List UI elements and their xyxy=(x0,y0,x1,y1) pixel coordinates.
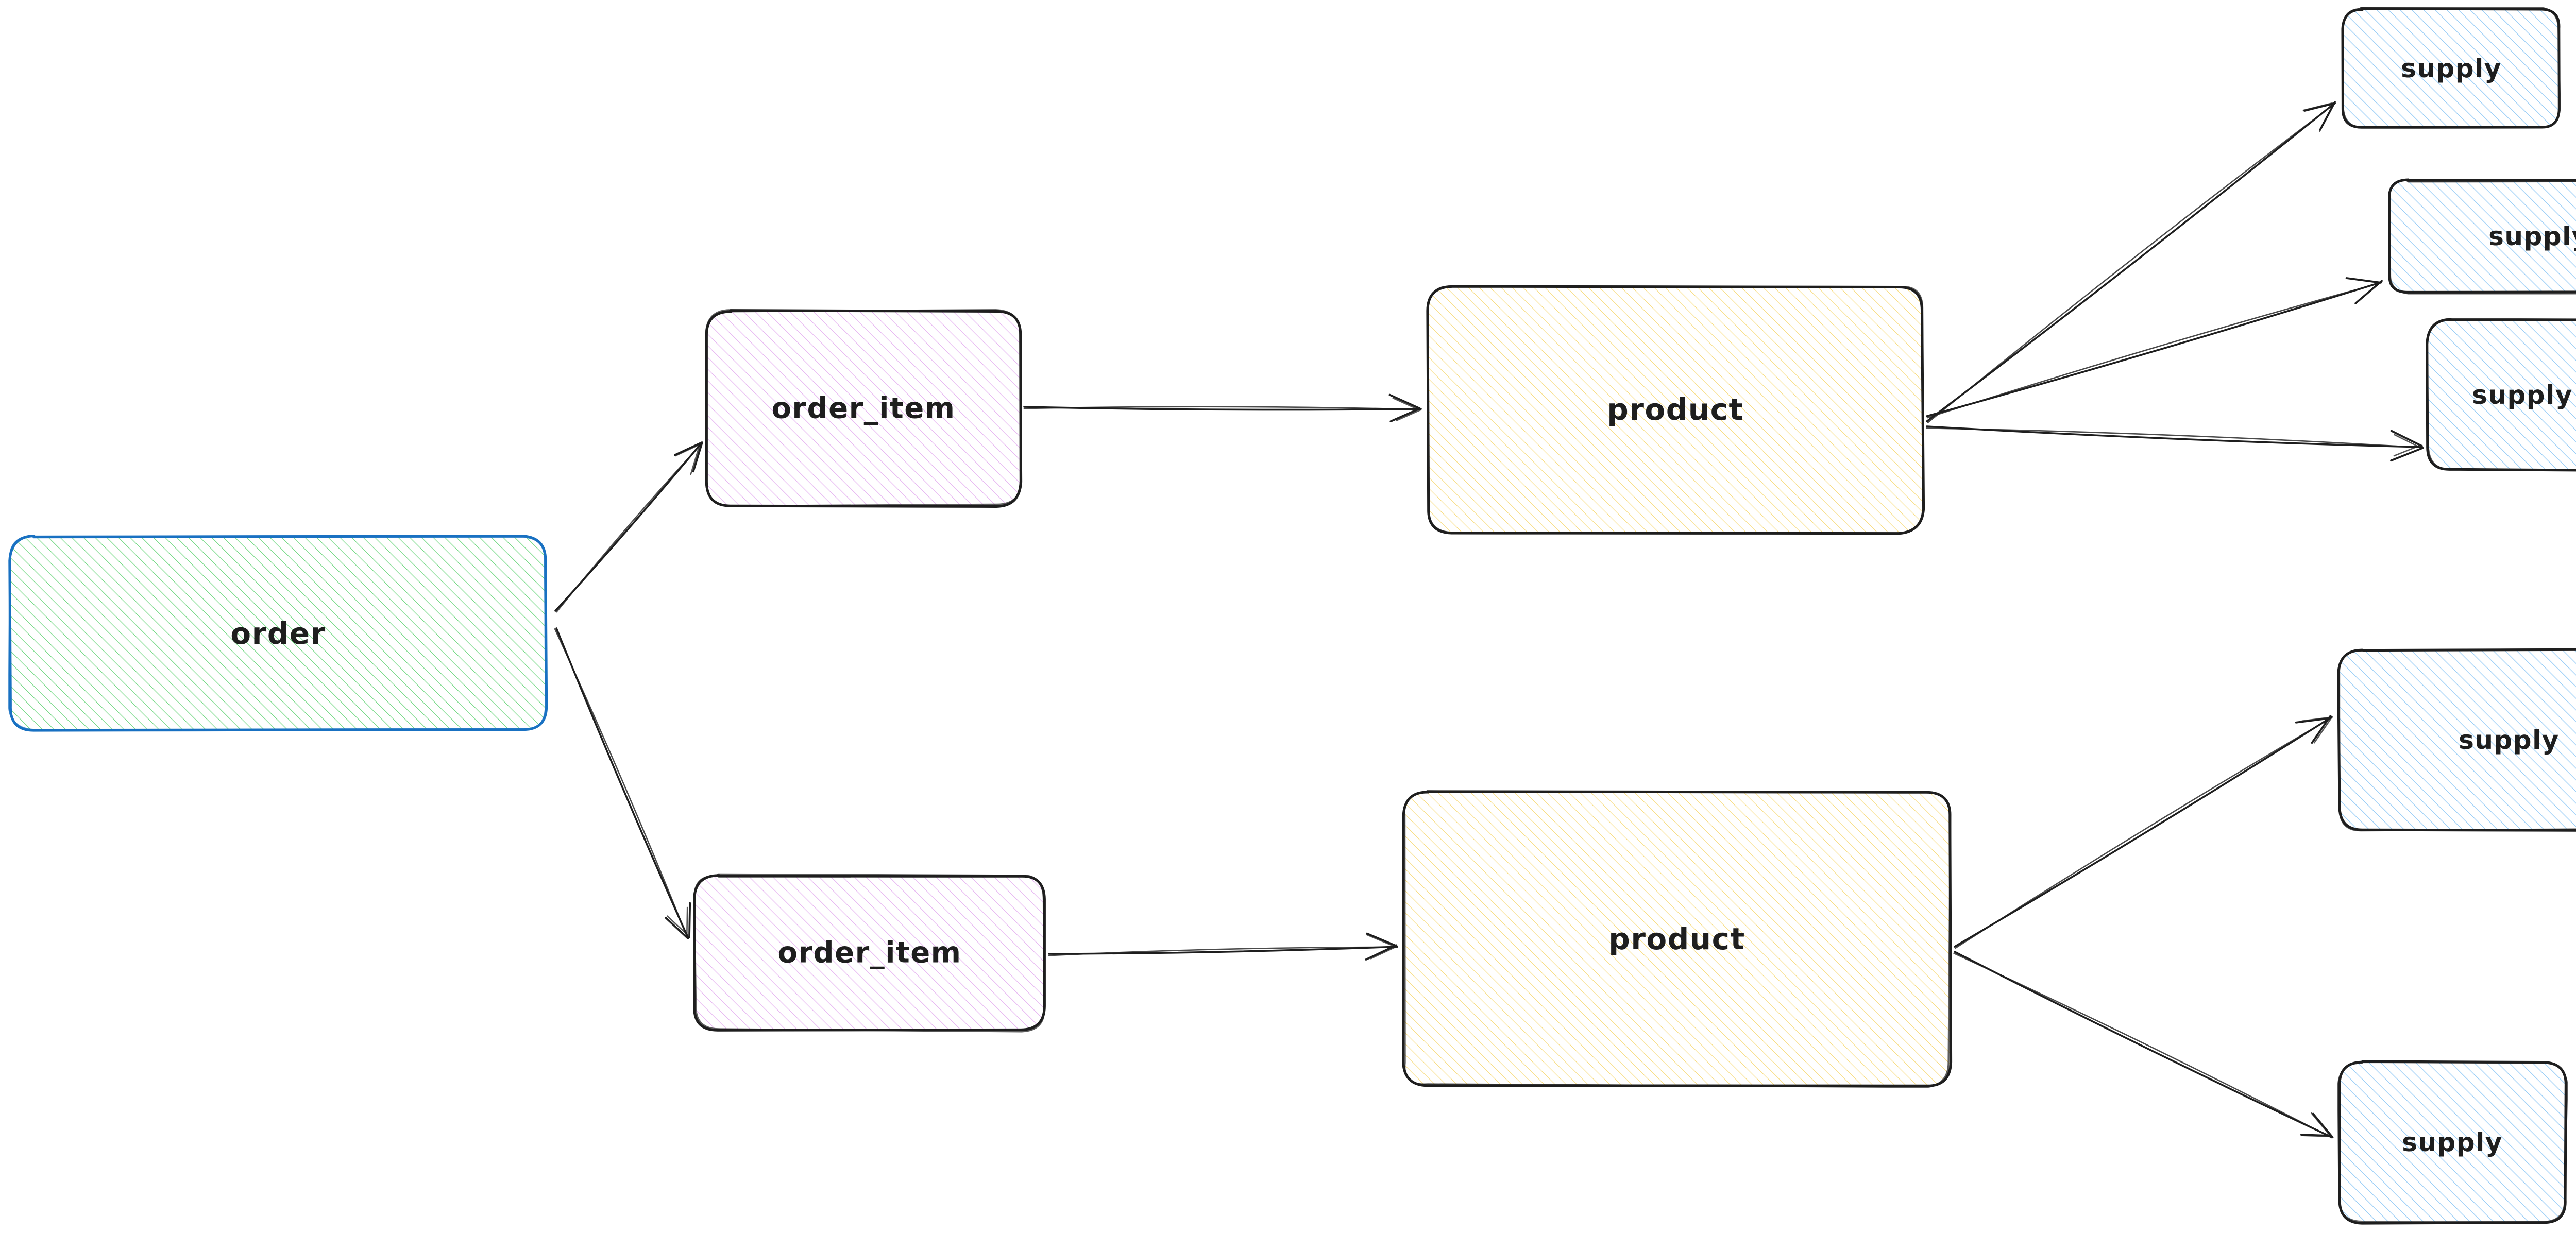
node-outline xyxy=(2426,318,2576,471)
edge-arrowhead-stroke xyxy=(2390,447,2424,462)
edge-arrowhead-stroke xyxy=(2300,1134,2332,1137)
node-fill xyxy=(2338,649,2576,830)
node-order_item_bottom[interactable] xyxy=(693,873,1046,1033)
edge-product_top-to-supply_1[interactable] xyxy=(1926,101,2336,423)
edge-arrowhead-stroke xyxy=(674,443,701,457)
node-fill xyxy=(2389,180,2576,293)
edge-product_top-to-supply_2[interactable] xyxy=(1926,277,2383,419)
node-fill xyxy=(2339,1061,2566,1223)
edge-product_top-to-supply_3[interactable] xyxy=(1926,425,2424,462)
node-outline xyxy=(2388,179,2576,295)
edge-arrowhead-stroke xyxy=(2302,1135,2331,1137)
node-fill xyxy=(1428,286,1923,533)
edge-arrowhead-stroke xyxy=(1389,407,1421,422)
edge-arrowhead-stroke xyxy=(2311,715,2332,744)
node-outline xyxy=(2338,648,2576,832)
node-fill xyxy=(706,311,1021,506)
edge-shaft xyxy=(1023,406,1422,410)
edge-arrowhead-stroke xyxy=(2312,1112,2334,1138)
edge-arrowhead-stroke xyxy=(2302,102,2333,111)
edge-shaft xyxy=(1955,716,2333,949)
edge-shaft xyxy=(1926,282,2382,419)
edge-arrowhead-stroke xyxy=(1365,944,1397,961)
edge-arrowhead-stroke xyxy=(1366,932,1398,947)
edge-shaft xyxy=(556,443,702,613)
node-product_bottom[interactable] xyxy=(1402,790,1953,1088)
node-order_item_top[interactable] xyxy=(705,309,1023,508)
edge-arrowhead-stroke xyxy=(2393,445,2420,457)
edge-arrowhead-stroke xyxy=(2295,717,2331,724)
edge-shaft xyxy=(1926,425,2422,448)
edge-order-to-order_item_bottom[interactable] xyxy=(554,627,691,939)
edge-order-to-order_item_top[interactable] xyxy=(554,441,703,613)
node-outline xyxy=(2337,1061,2568,1223)
edge-arrowhead-stroke xyxy=(665,917,689,939)
node-outline xyxy=(1427,285,1924,535)
edge-arrowhead-stroke xyxy=(666,915,689,936)
node-outline xyxy=(705,309,1023,507)
node-supply_2[interactable] xyxy=(2388,178,2576,295)
node-fill xyxy=(2427,320,2576,470)
node-supply_4[interactable] xyxy=(2337,648,2576,832)
edge-arrowhead-stroke xyxy=(2390,430,2423,447)
edge-shaft xyxy=(1048,946,1398,956)
edge-shaft xyxy=(1926,427,2422,449)
node-supply_3[interactable] xyxy=(2426,318,2576,472)
edge-shaft xyxy=(1926,281,2382,417)
edge-arrowhead-stroke xyxy=(1366,934,1395,947)
edge-product_bottom-to-supply_5[interactable] xyxy=(1953,951,2334,1139)
edge-arrowhead-stroke xyxy=(2355,283,2380,304)
edge-arrowhead-stroke xyxy=(2311,1112,2330,1136)
node-product_top[interactable] xyxy=(1426,285,1925,535)
edge-arrowhead-stroke xyxy=(2301,716,2330,722)
edge-arrowhead-stroke xyxy=(674,441,703,456)
edge-arrowhead-stroke xyxy=(2394,434,2421,449)
edge-order_item_bottom-to-product_bottom[interactable] xyxy=(1048,932,1398,961)
edge-product_bottom-to-supply_4[interactable] xyxy=(1954,715,2333,949)
edge-arrowhead-stroke xyxy=(688,902,691,938)
edge-layer xyxy=(554,101,2424,1139)
node-fill xyxy=(10,537,546,730)
node-order[interactable] xyxy=(8,535,548,732)
edge-arrowhead-stroke xyxy=(690,446,700,475)
node-outline xyxy=(693,873,1045,1033)
node-layer xyxy=(8,7,2576,1225)
node-outline xyxy=(8,535,547,731)
edge-arrowhead-stroke xyxy=(2351,278,2382,284)
node-outline xyxy=(1403,791,1952,1088)
edge-arrowhead-stroke xyxy=(692,441,703,473)
edge-shaft xyxy=(1927,102,2336,423)
edge-order_item_top-to-product_top[interactable] xyxy=(1023,393,1422,422)
node-supply_1[interactable] xyxy=(2341,7,2561,129)
node-fill xyxy=(2342,9,2560,128)
edge-arrowhead-stroke xyxy=(2303,102,2336,112)
edge-shaft xyxy=(1953,952,2332,1139)
edge-shaft xyxy=(554,628,689,939)
edge-arrowhead-stroke xyxy=(1392,397,1419,410)
node-outline xyxy=(2342,7,2561,128)
edge-shaft xyxy=(1926,102,2336,422)
edge-arrowhead-stroke xyxy=(2319,104,2334,132)
edge-arrowhead-stroke xyxy=(1388,393,1421,409)
node-supply_5[interactable] xyxy=(2337,1060,2568,1225)
edge-arrowhead-stroke xyxy=(1370,946,1396,960)
node-fill xyxy=(1403,791,1950,1086)
edge-arrowhead-stroke xyxy=(1396,409,1421,421)
node-fill xyxy=(694,875,1045,1031)
edge-arrowhead-stroke xyxy=(2313,717,2332,744)
